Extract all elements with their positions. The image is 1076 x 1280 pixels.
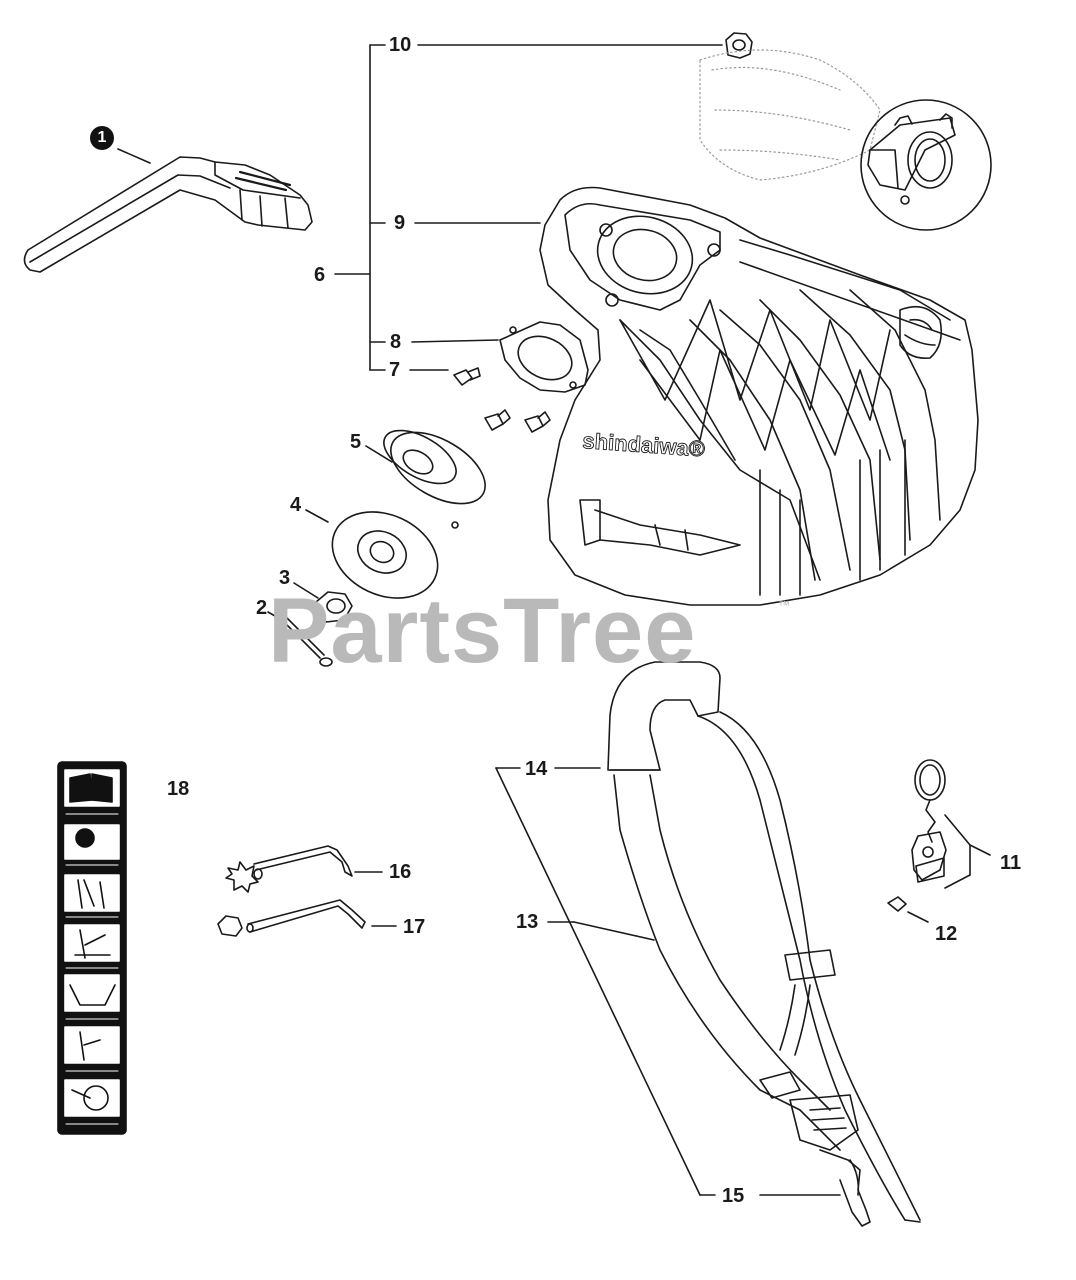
leader-line-4 xyxy=(305,509,329,523)
callout-17: 17 xyxy=(403,916,426,938)
callout-14: 14 xyxy=(525,758,548,780)
callout-12: 12 xyxy=(935,923,958,945)
shaft-clamp-inset-icon xyxy=(860,99,992,231)
leader-line-2 xyxy=(267,611,283,621)
warning-decal-icon xyxy=(57,761,127,1135)
watermark-text: PartsTree xyxy=(268,580,697,682)
leader-line-5 xyxy=(365,445,393,463)
callout-6: 6 xyxy=(314,264,326,286)
bolt-icon xyxy=(453,367,481,386)
deflector-handle-icon xyxy=(23,156,313,273)
shield-bracket-icon xyxy=(499,321,589,393)
callout-3: 3 xyxy=(279,567,291,589)
callout-13: 13 xyxy=(516,911,539,933)
spacer-collar-icon xyxy=(383,429,486,529)
callout-8: 8 xyxy=(390,331,402,353)
bolt-icon xyxy=(524,411,551,433)
cotter-pin-icon xyxy=(279,614,333,667)
ghost-handle-outline xyxy=(699,49,881,181)
callout-2: 2 xyxy=(256,597,268,619)
bolt-icon xyxy=(887,896,907,912)
shoulder-harness-icon xyxy=(607,661,921,1227)
callout-7: 7 xyxy=(389,359,401,381)
callout-11: 11 xyxy=(1000,852,1022,874)
bolt-icon xyxy=(484,409,511,431)
leader-lines-11-12 xyxy=(907,814,991,923)
washer-icon xyxy=(331,511,439,599)
callout-15: 15 xyxy=(722,1185,745,1207)
assembly-bracket-6 xyxy=(334,44,723,371)
callout-1: 1 xyxy=(90,126,114,150)
trademark-symbol: ™ xyxy=(778,598,790,612)
callout-18: 18 xyxy=(167,778,190,800)
torx-wrench-icon xyxy=(225,845,353,893)
leader-line-3 xyxy=(293,582,319,599)
callout-5: 5 xyxy=(350,431,362,453)
nut-icon xyxy=(315,591,353,623)
debris-shield-icon xyxy=(539,186,979,606)
callout-9: 9 xyxy=(394,212,406,234)
leader-line-1 xyxy=(117,148,151,164)
callout-4: 4 xyxy=(290,494,302,516)
callout-10: 10 xyxy=(389,34,412,56)
callout-16: 16 xyxy=(389,861,412,883)
hex-wrench-icon xyxy=(217,899,366,937)
guard-brand-text: shindaiwa® xyxy=(582,428,706,461)
leader-lines-13-14-15 xyxy=(495,767,841,1196)
hanger-clamp-icon xyxy=(911,759,947,883)
nut-icon xyxy=(725,32,753,59)
